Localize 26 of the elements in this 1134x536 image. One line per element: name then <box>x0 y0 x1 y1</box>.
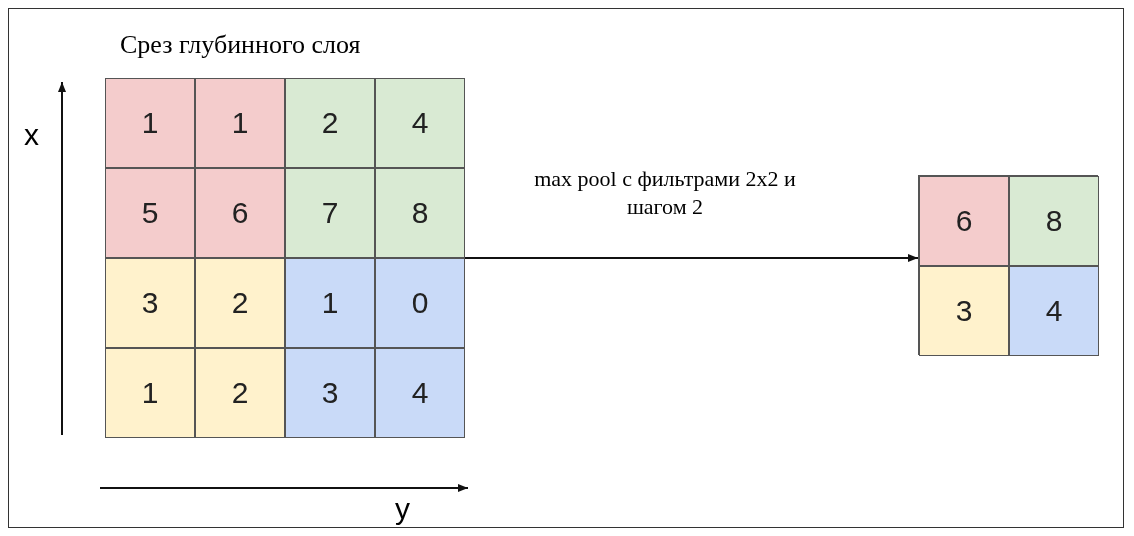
grid-cell: 6 <box>195 168 285 258</box>
grid-cell: 8 <box>375 168 465 258</box>
grid-cell: 3 <box>285 348 375 438</box>
grid-cell: 2 <box>195 258 285 348</box>
axis-label: x <box>24 118 39 152</box>
arrow <box>464 254 919 262</box>
grid-cell: 3 <box>105 258 195 348</box>
edge-label: max pool с фильтрами 2x2 и шагом 2 <box>533 165 797 221</box>
grid-cell: 8 <box>1009 176 1099 266</box>
grid-cell: 1 <box>105 348 195 438</box>
grid-cell: 0 <box>375 258 465 348</box>
grid-cell: 1 <box>105 78 195 168</box>
grid-cell: 5 <box>105 168 195 258</box>
grid-cell: 2 <box>195 348 285 438</box>
grid-cell: 4 <box>375 348 465 438</box>
grid-cell: 1 <box>285 258 375 348</box>
grid-cell: 7 <box>285 168 375 258</box>
grid-cell: 4 <box>375 78 465 168</box>
grid-title: Срез глубинного слоя <box>120 30 361 60</box>
grid-cell: 6 <box>919 176 1009 266</box>
axis-label: y <box>395 492 410 526</box>
grid-cell: 4 <box>1009 266 1099 356</box>
pooled-grid <box>918 175 1098 355</box>
grid-cell: 2 <box>285 78 375 168</box>
grid-cell: 1 <box>195 78 285 168</box>
grid-cell: 3 <box>919 266 1009 356</box>
